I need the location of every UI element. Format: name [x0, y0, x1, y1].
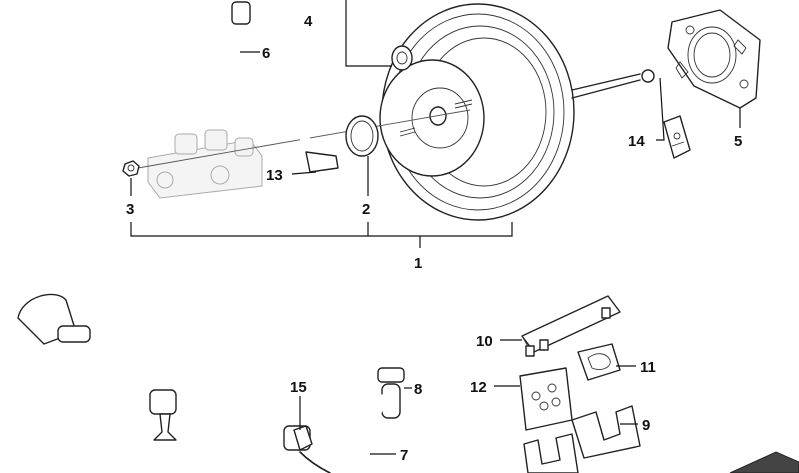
gasket-part-5	[667, 9, 761, 109]
callout-5: 5	[734, 133, 742, 150]
callout-9: 9	[642, 417, 650, 434]
callout-6: 6	[262, 45, 270, 62]
callout-13: 13	[266, 167, 283, 184]
vacuum-hose-lower	[17, 293, 386, 473]
callout-14: 14	[628, 133, 645, 150]
callout-1: 1	[414, 255, 422, 272]
callout-3: 3	[126, 201, 134, 218]
holder-part-12	[519, 367, 573, 431]
clip-part-14	[663, 115, 691, 159]
callout-11: 11	[640, 359, 656, 376]
callout-4: 4	[304, 13, 313, 30]
master-cylinder-outline	[137, 109, 471, 199]
brake-booster	[379, 3, 655, 221]
callout-10: 10	[476, 333, 493, 350]
cover-part-10	[521, 295, 621, 357]
nut-part-3	[122, 160, 140, 177]
clip-part-11	[577, 343, 621, 381]
callout-7: 7	[400, 447, 408, 464]
callout-labels: 1 2 3 4 5 6 7 8 9 10 11 12 13 14 15	[126, 13, 742, 464]
vacuum-hose-upper	[227, 1, 339, 173]
callout-2: 2	[362, 201, 370, 218]
bracket-part-9	[523, 405, 641, 473]
o-ring-part-2	[345, 115, 379, 157]
callout-12: 12	[470, 379, 487, 396]
callout-8: 8	[414, 381, 422, 398]
direction-arrow-icon	[729, 451, 799, 473]
leader-lines	[130, 0, 741, 455]
callout-15: 15	[290, 379, 307, 396]
